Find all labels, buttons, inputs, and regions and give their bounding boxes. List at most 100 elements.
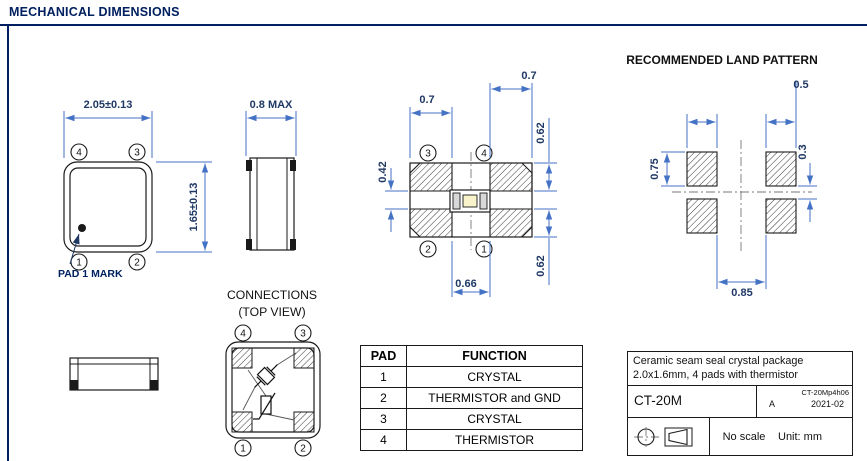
svg-text:1: 1: [76, 258, 82, 269]
connections-corner-pad-4: [231, 347, 253, 369]
side-view-terminal: [246, 239, 252, 250]
bottom-view-dim-left: 0.42: [377, 161, 389, 182]
top-view-pad-3: 3: [128, 143, 146, 161]
top-view-drawing: 2.05±0.13 1.65±0.13 4 3 1 2 PAD 1 MARK: [58, 99, 212, 280]
side-view-height-dim-lines: [245, 111, 297, 156]
svg-text:2: 2: [134, 258, 140, 269]
projection-symbol: [628, 418, 710, 455]
svg-text:2: 2: [425, 245, 431, 256]
svg-text:4: 4: [76, 148, 82, 159]
connections-corner-pad-1: [231, 411, 253, 433]
top-view-height-dim: 1.65±0.13: [188, 183, 200, 232]
top-view-width-dim-lines: [63, 111, 153, 158]
title-block-middle-row: CT-20M CT-20Mp4h06 A 2021-02: [628, 386, 852, 418]
scale-note: No scale: [722, 430, 766, 443]
connections-subtitle: (TOP VIEW): [238, 305, 305, 319]
bottom-pad-3: [409, 162, 453, 192]
part-number: CT-20M: [634, 393, 683, 408]
land-pattern-dim-left: 0.75: [649, 158, 661, 179]
bottom-pad-4: [489, 162, 533, 192]
connections-pad-3: 3: [294, 324, 312, 342]
table-header-row: PAD FUNCTION: [360, 345, 583, 367]
description-line-1: Ceramic seam seal crystal package: [633, 355, 804, 367]
land-pattern-drawing: RECOMMENDED LAND PATTERN 0.5: [626, 53, 818, 299]
connections-pad-2: 2: [294, 439, 312, 457]
svg-text:1: 1: [240, 444, 246, 455]
connections-pad-1: 1: [234, 439, 252, 457]
table-row: 1 CRYSTAL: [360, 366, 583, 388]
top-view-pad-4: 4: [70, 143, 88, 161]
table-header-pad: PAD: [360, 345, 407, 367]
connections-drawing: CONNECTIONS (TOP VIEW) 4 3: [225, 288, 321, 457]
package-description: Ceramic seam seal crystal package 2.0x1.…: [628, 352, 852, 386]
top-view-body-inner: [69, 167, 147, 247]
unit-note: Unit: mm: [778, 430, 822, 443]
page-title: MECHANICAL DIMENSIONS: [9, 5, 180, 19]
crystal-element: [449, 189, 491, 213]
bottom-view-dim-right-top-lines: [534, 118, 557, 192]
thermistor-symbol: [253, 392, 276, 420]
connections-body-inner: [231, 347, 315, 433]
bottom-view-dim-top-left-lines: [409, 107, 453, 158]
table-row: 2 THERMISTOR and GND: [360, 387, 583, 409]
bottom-view-dim-top-left: 0.7: [419, 94, 434, 106]
pad1-mark-label: PAD 1 MARK: [58, 268, 123, 280]
function-cell: CRYSTAL: [406, 408, 583, 430]
release-date: 2021-02: [810, 399, 844, 409]
bottom-view-dim-right-bottom-lines: [534, 208, 557, 285]
land-pad-top-right: [765, 151, 797, 187]
pad-function-table: PAD FUNCTION 1 CRYSTAL 2 THERMISTOR and …: [360, 345, 583, 451]
land-pad-bottom-left: [686, 198, 718, 234]
svg-text:2: 2: [300, 444, 306, 455]
pad-cell: 1: [360, 366, 407, 388]
land-pattern-dim-right-lines: [798, 163, 817, 222]
crystal-symbol: [254, 364, 278, 388]
svg-text:4: 4: [481, 149, 487, 160]
pad1-mark-dot: [78, 224, 86, 232]
bottom-view-dim-bottom-lines: [451, 241, 491, 297]
side-view-drawing: 0.8 MAX: [245, 99, 297, 251]
side-view-small-drawing: [69, 357, 159, 391]
top-view-height-dim-lines: [156, 161, 212, 253]
pad-cell: 2: [360, 387, 407, 409]
bottom-view-dim-right-top: 0.62: [535, 122, 547, 143]
bottom-view-dim-bottom: 0.66: [455, 278, 476, 290]
side-view-terminal: [290, 160, 296, 171]
table-row: 4 THERMISTOR: [360, 429, 583, 451]
side-view-height-dim: 0.8 MAX: [250, 99, 293, 111]
land-pattern-dim-bottom: 0.85: [731, 287, 752, 299]
bottom-pad-1: [489, 208, 533, 238]
side-view-terminal: [246, 160, 252, 171]
bottom-view-pad-2: 2: [419, 240, 437, 258]
connections-pad-4: 4: [234, 324, 252, 342]
land-pattern-dim-top: 0.5: [793, 79, 808, 91]
land-pad-bottom-right: [765, 198, 797, 234]
left-border-rule: [7, 24, 9, 461]
function-cell: THERMISTOR and GND: [406, 387, 583, 409]
table-header-function: FUNCTION: [406, 345, 583, 367]
connections-corner-pad-3: [293, 347, 315, 369]
connections-corner-pad-2: [293, 411, 315, 433]
pad1-mark-leader: [69, 233, 80, 265]
table-row: 3 CRYSTAL: [360, 408, 583, 430]
side-view-terminal: [290, 239, 296, 250]
bottom-view-dim-left-lines: [385, 168, 408, 232]
document-code: CT-20Mp4h06: [801, 388, 849, 397]
bottom-view-dim-top-right: 0.7: [521, 70, 536, 82]
land-pattern-dim-left-lines: [661, 151, 685, 187]
land-pattern-dim-top-lines: [686, 82, 797, 148]
svg-text:3: 3: [134, 148, 140, 159]
title-block: Ceramic seam seal crystal package 2.0x1.…: [627, 351, 853, 456]
description-line-2: 2.0x1.6mm, 4 pads with thermistor: [633, 369, 799, 382]
side-view-small-terminal: [70, 380, 78, 390]
bottom-view-drawing: 3 4 2 1 0.7 0.7 0.62: [377, 70, 557, 297]
svg-text:3: 3: [300, 329, 306, 340]
pad-cell: 4: [360, 429, 407, 451]
function-cell: CRYSTAL: [406, 366, 583, 388]
land-pattern-dim-bottom-lines: [716, 235, 767, 289]
land-pad-top-left: [686, 151, 718, 187]
pad-cell: 3: [360, 408, 407, 430]
land-pattern-dim-right: 0.3: [797, 144, 809, 159]
